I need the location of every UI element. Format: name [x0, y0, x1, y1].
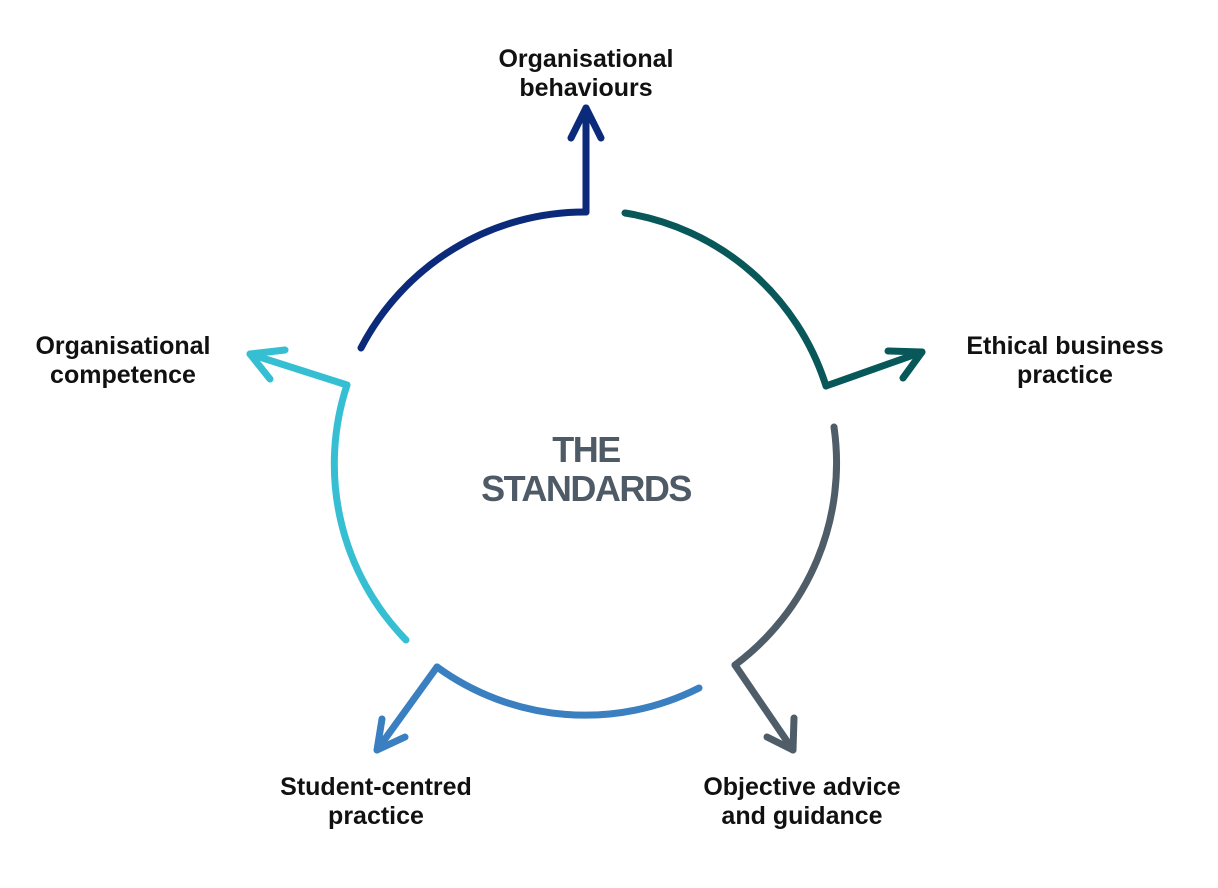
label-ethical-business-practice: Ethical business practice [955, 332, 1175, 390]
label-objective-advice-guidance: Objective advice and guidance [692, 773, 912, 831]
label-student-centred-practice: Student-centred practice [266, 773, 486, 831]
label-line: practice [328, 802, 424, 830]
label-organisational-competence: Organisational competence [23, 332, 223, 390]
organisational-competence-arrow [246, 346, 410, 644]
label-line: Objective advice [703, 773, 901, 801]
student-centred-practice-arrow [373, 663, 703, 754]
ethical-business-practice-arrow [621, 209, 926, 390]
center-title-line2: STANDARDS [481, 468, 692, 509]
label-organisational-behaviours: Organisational behaviours [486, 45, 686, 103]
center-title: THE STANDARDS [436, 430, 736, 508]
label-line: competence [50, 361, 196, 389]
label-line: Ethical business [966, 332, 1164, 360]
organisational-behaviours-arrow [357, 104, 605, 352]
center-title-line1: THE [552, 429, 621, 470]
label-line: practice [1017, 361, 1113, 389]
objective-advice-guidance-arrow [731, 423, 841, 754]
label-line: Organisational [498, 45, 674, 73]
label-line: Student-centred [280, 773, 472, 801]
label-line: and guidance [721, 802, 883, 830]
label-line: Organisational [35, 332, 211, 360]
label-line: behaviours [519, 74, 653, 102]
